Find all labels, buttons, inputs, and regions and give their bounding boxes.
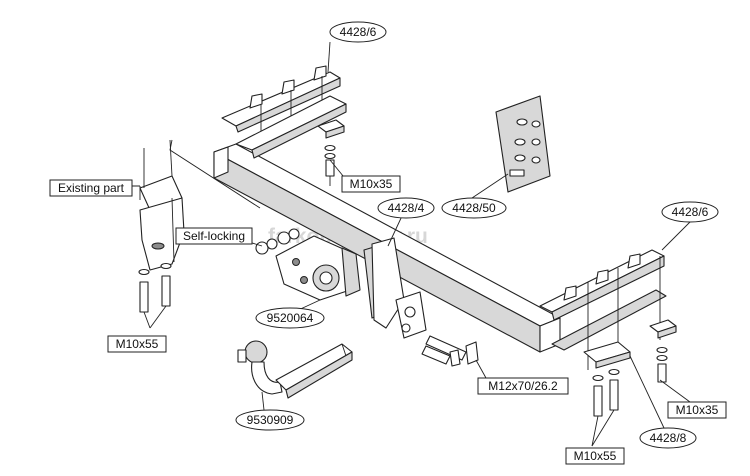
label-bolt-center: M12x70/26.2: [488, 379, 558, 393]
label-bolt-left: M10x55: [116, 337, 159, 351]
callout-bracket-right: 4428/6: [661, 201, 719, 223]
callout-self-locking: Self-locking: [175, 227, 253, 245]
callout-existing-part: Existing part: [49, 179, 133, 197]
center-bolt-m12: [421, 335, 479, 367]
label-bolt-bottom: M10x55: [574, 449, 617, 463]
callout-bolt-top: M10x35: [341, 175, 401, 193]
label-socket-part: 9520064: [267, 311, 314, 325]
hardware-kit-card: [495, 95, 551, 193]
callout-socket-part: 9520064: [255, 307, 325, 329]
left-bolts: [138, 262, 172, 313]
callout-plate-right: 4428/8: [639, 427, 697, 449]
existing-part-bracket: [139, 139, 185, 271]
label-ball-part: 9530909: [247, 413, 294, 427]
callout-socket-plate: 4428/4: [377, 197, 435, 219]
right-spacer-and-bolt: [649, 319, 677, 383]
label-plate-right: 4428/8: [650, 431, 687, 445]
top-left-mounting-bracket: [221, 65, 341, 142]
right-mounting-bracket: [539, 249, 667, 370]
label-bracket-top: 4428/6: [340, 25, 377, 39]
label-existing-part: Existing part: [58, 181, 125, 195]
callout-bolt-right: M10x35: [667, 401, 727, 419]
callout-bolt-bottom: M10x55: [565, 447, 625, 465]
label-bolt-top: M10x35: [350, 177, 393, 191]
label-self-locking: Self-locking: [183, 229, 245, 243]
callout-ball-part: 9530909: [235, 409, 305, 431]
label-hardware-kit: 4428/50: [452, 201, 496, 215]
bottom-plate-and-bolts: [583, 341, 631, 417]
socket-holder-9520064: [275, 235, 361, 301]
callout-hardware-kit: 4428/50: [441, 197, 507, 219]
label-bolt-right: M10x35: [676, 403, 719, 417]
callout-bolt-center: M12x70/26.2: [477, 377, 569, 395]
top-spacer-and-bolt: [317, 119, 345, 186]
tow-ball-arm: [237, 340, 353, 399]
callout-bracket-top: 4428/6: [329, 21, 387, 43]
callout-bolt-left: M10x55: [107, 335, 167, 353]
label-bracket-right: 4428/6: [672, 205, 709, 219]
label-socket-plate: 4428/4: [388, 201, 425, 215]
center-vertical-plate: [363, 237, 427, 339]
